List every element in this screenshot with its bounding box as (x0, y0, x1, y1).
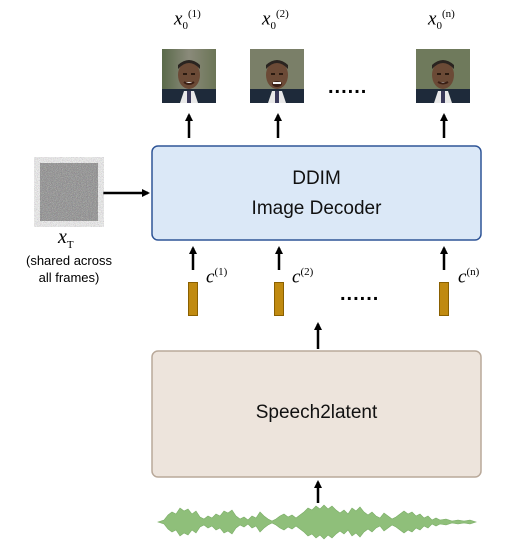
latent-bar-n (439, 282, 449, 316)
audio-waveform-icon (157, 504, 477, 540)
face-frame-icon (162, 49, 216, 103)
decoder-box (151, 145, 482, 241)
latent-bar-2 (274, 282, 284, 316)
latent-bar-1 (188, 282, 198, 316)
noise-caption-line1: (shared across (26, 253, 112, 268)
output-label-2: x0(2) (262, 8, 289, 33)
noise-label: xT (58, 226, 74, 251)
decoder-title: DDIM (292, 168, 341, 189)
condition-label-1: c(1) (206, 266, 228, 288)
output-ellipsis: ...... (328, 76, 368, 98)
output-label-n: x0(n) (428, 8, 455, 33)
encoder-box (151, 350, 482, 478)
decoder-subtitle: Image Decoder (251, 198, 382, 219)
face-frame-icon (416, 49, 470, 103)
condition-label-n: c(n) (458, 266, 480, 288)
condition-ellipsis: ...... (340, 283, 380, 305)
output-label-1: x0(1) (174, 8, 201, 33)
noise-image-icon (40, 163, 98, 221)
encoder-label: Speech2latent (255, 402, 378, 423)
face-frame-icon (250, 49, 304, 103)
condition-label-2: c(2) (292, 266, 314, 288)
noise-caption-line2: all frames) (38, 270, 100, 285)
